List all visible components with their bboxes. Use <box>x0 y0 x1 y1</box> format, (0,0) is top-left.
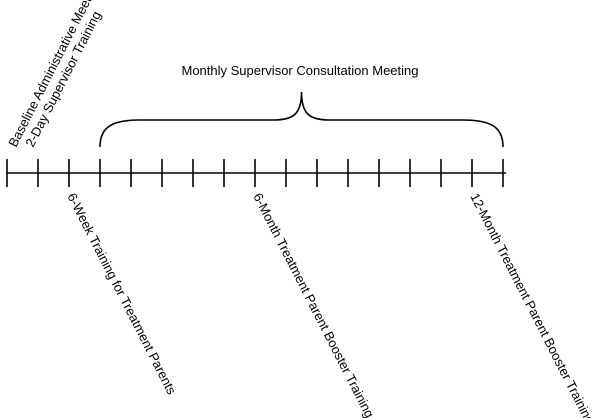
milestone-label-6-week: 6-Week Training for Treatment Parents <box>64 191 179 398</box>
monthly-consultation-brace <box>99 91 504 148</box>
timeline-ticks <box>6 159 504 187</box>
brace-label: Monthly Supervisor Consultation Meeting <box>181 63 418 78</box>
milestone-label-12-month: 12-Month Treatment Parent Booster Traini… <box>467 191 597 418</box>
milestone-label-6-month: 6-Month Treatment Parent Booster Trainin… <box>250 191 377 418</box>
